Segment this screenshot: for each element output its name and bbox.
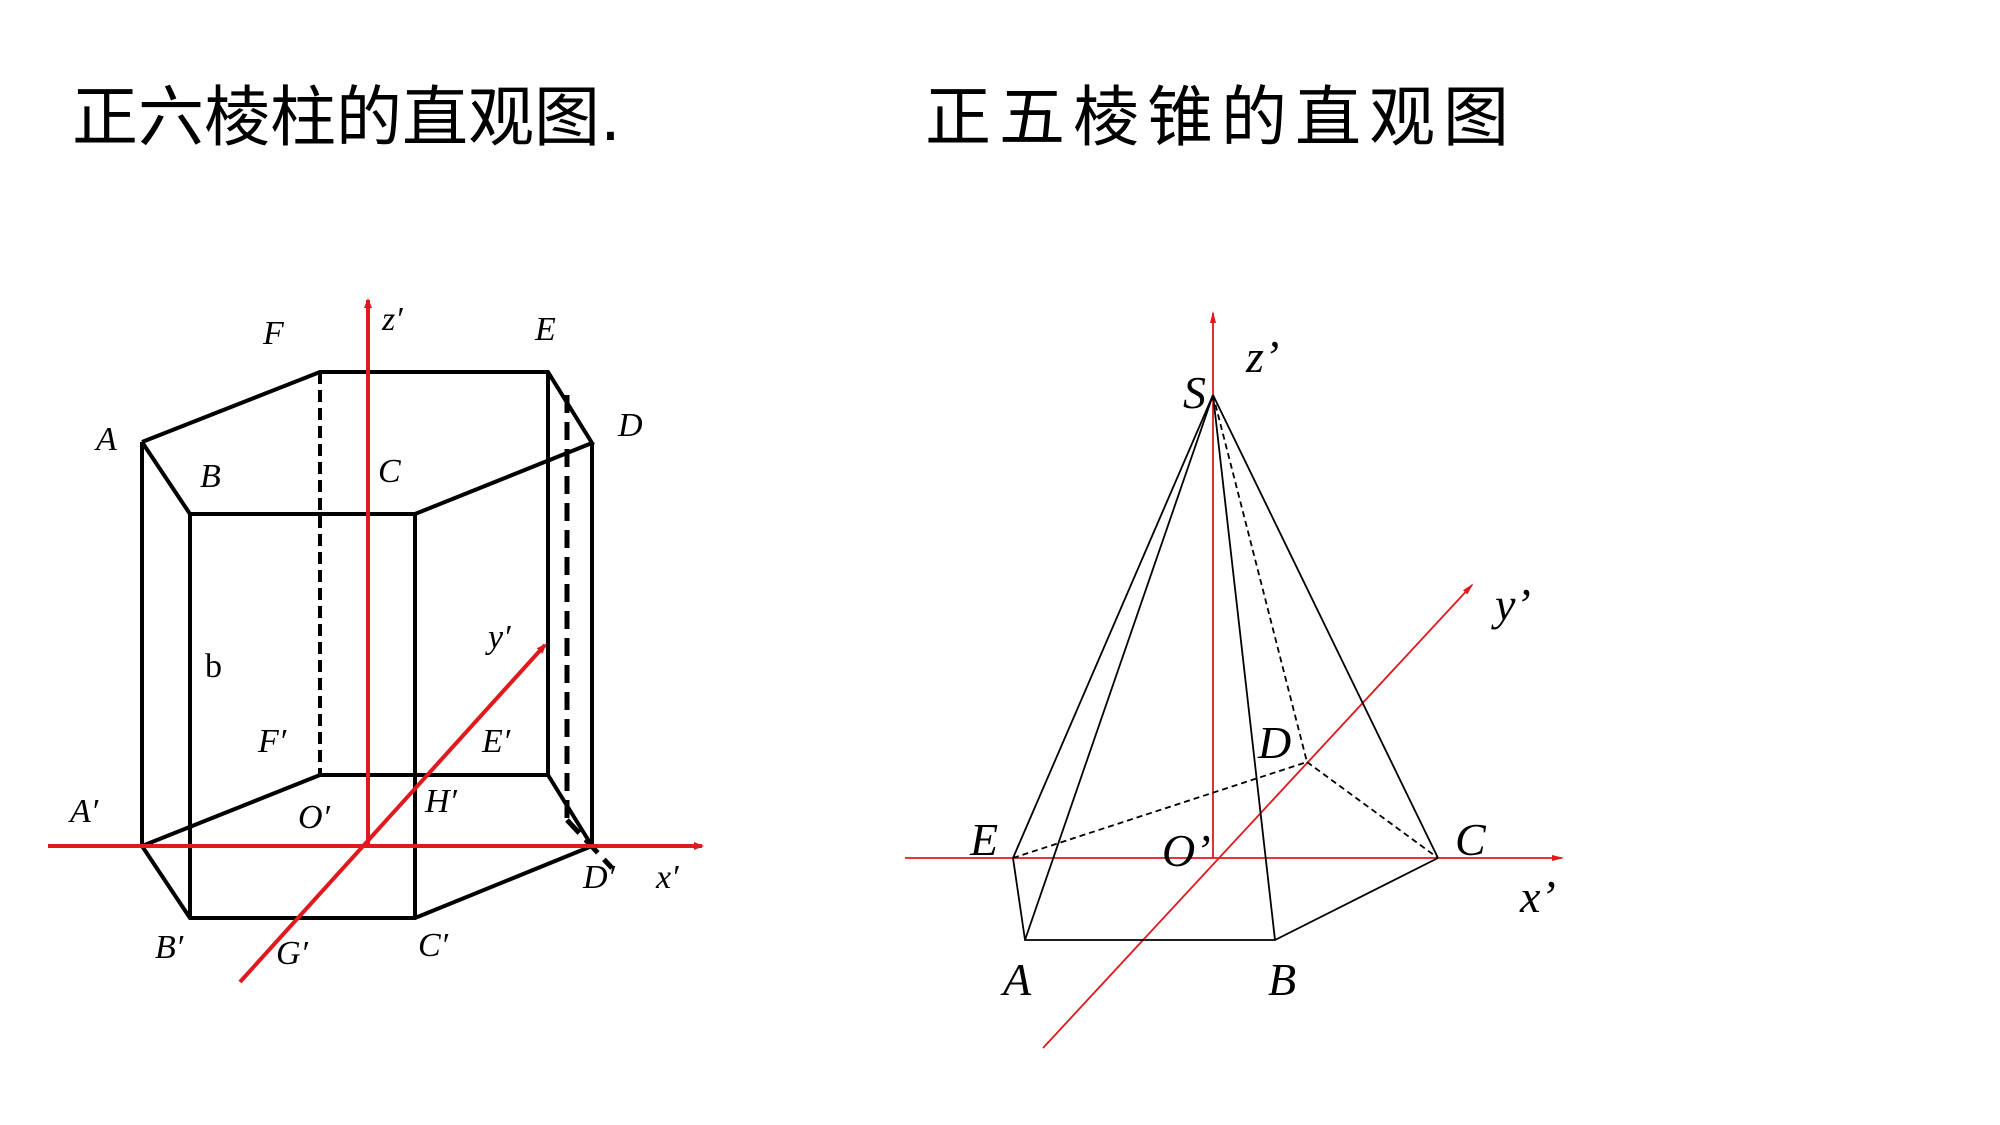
hexagonal-prism: F z′ E A D B C b y′ F′ E′ A′ O′ H′ D′ x′… bbox=[48, 298, 704, 984]
prism-label-C1: C′ bbox=[418, 927, 449, 964]
prism-label-G1: G′ bbox=[276, 935, 309, 972]
prism-label-D1: D′ bbox=[582, 859, 616, 896]
pyramid-edge-SB bbox=[1212, 394, 1276, 941]
prism-label-F: F bbox=[262, 315, 285, 352]
prism-label-E1: E′ bbox=[481, 723, 511, 760]
pyramid-edge-SC bbox=[1212, 394, 1439, 859]
prism-label-y: y′ bbox=[485, 619, 511, 656]
prism-label-C: C bbox=[378, 453, 401, 490]
pentagonal-pyramid: z’ S y’ D E O’ C x’ A B bbox=[905, 311, 1564, 1049]
pyramid-base-visible bbox=[1012, 857, 1439, 941]
prism-label-F1: F′ bbox=[257, 723, 287, 760]
prism-label-A1: A′ bbox=[68, 793, 99, 830]
pyramid-label-S: S bbox=[1183, 367, 1206, 418]
pyramid-label-A: A bbox=[1000, 954, 1032, 1005]
title-hexagonal-prism: 正六棱柱的直观图. bbox=[72, 79, 621, 156]
prism-label-B1: B′ bbox=[155, 929, 184, 966]
prism-label-b: b bbox=[205, 648, 222, 685]
prism-bottom-front-edges bbox=[140, 844, 593, 920]
prism-y-axis bbox=[238, 643, 547, 984]
pyramid-edge-SE bbox=[1012, 394, 1214, 859]
prism-label-H1: H′ bbox=[424, 783, 458, 820]
prism-label-B: B bbox=[200, 458, 221, 495]
pyramid-label-O: O’ bbox=[1162, 825, 1211, 876]
pyramid-label-E: E bbox=[969, 814, 998, 865]
pyramid-label-y: y’ bbox=[1491, 579, 1531, 630]
pyramid-edge-SA bbox=[1024, 394, 1214, 941]
pyramid-base-hidden-ED bbox=[1012, 761, 1308, 859]
pyramid-base-hidden-DC bbox=[1306, 761, 1439, 859]
pyramid-hidden-edge-SD bbox=[1212, 394, 1308, 763]
pyramid-y-axis bbox=[1042, 583, 1474, 1049]
prism-label-A: A bbox=[94, 421, 117, 458]
prism-bottom-edge-E1D1 bbox=[546, 773, 594, 848]
pyramid-label-B: B bbox=[1268, 954, 1296, 1005]
prism-label-E: E bbox=[534, 311, 556, 348]
prism-label-z: z′ bbox=[381, 301, 403, 338]
pyramid-label-z: z’ bbox=[1245, 331, 1279, 382]
title-pentagonal-pyramid: 正五棱锥的直观图 bbox=[925, 79, 1517, 156]
prism-label-D: D bbox=[617, 407, 643, 444]
prism-label-O1: O′ bbox=[298, 799, 331, 836]
pyramid-label-D: D bbox=[1257, 717, 1291, 768]
pyramid-label-C: C bbox=[1455, 814, 1487, 865]
prism-bottom-edge-A1F1 bbox=[141, 773, 321, 848]
prism-label-x: x′ bbox=[655, 859, 679, 896]
pyramid-label-x: x’ bbox=[1519, 871, 1556, 922]
